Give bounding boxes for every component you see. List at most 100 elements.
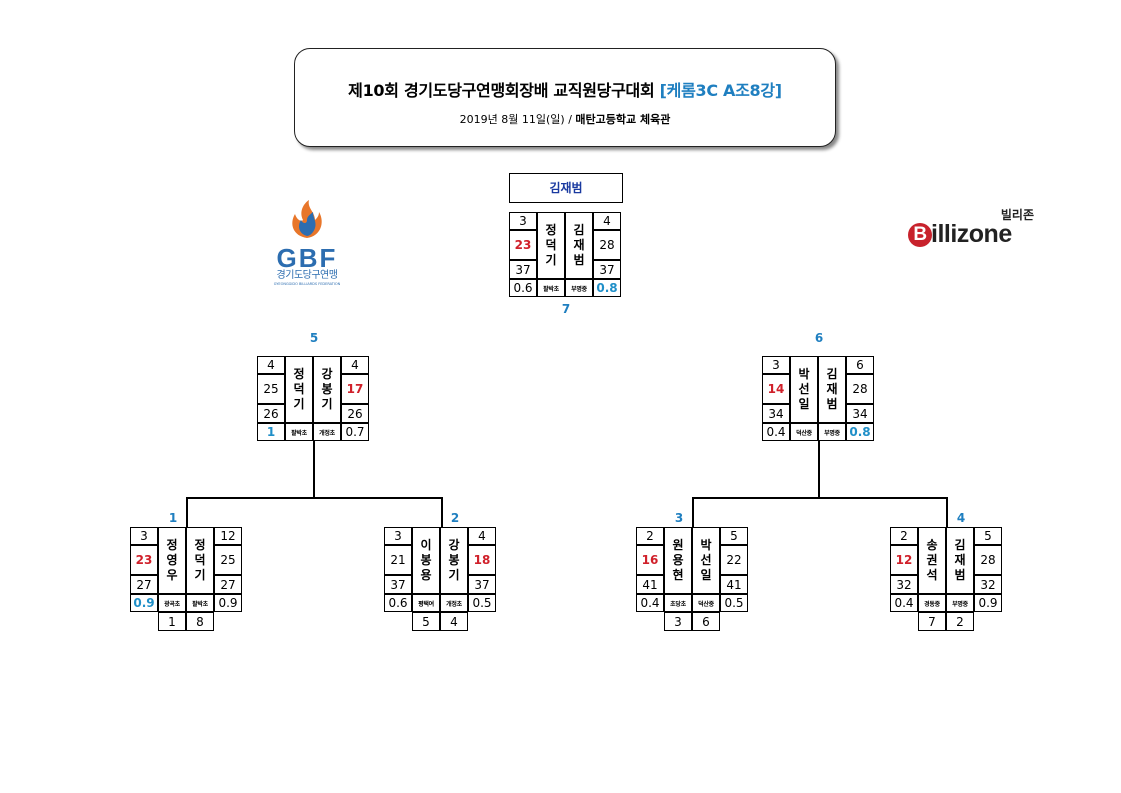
score-cell: 22: [720, 545, 748, 575]
average-cell: 0.9: [974, 594, 1002, 612]
score-cell: 14: [762, 374, 790, 404]
score-cell: 28: [593, 230, 621, 260]
player-name-char: 일: [798, 397, 810, 411]
player-name-char: 기: [448, 568, 460, 582]
seed-cell: 2: [946, 612, 974, 631]
match-number: 1: [168, 511, 178, 525]
player-name-char: 이: [420, 538, 432, 552]
title-box: 제10회 경기도당구연맹회장배 교직원당구대회 [케롬3C A조8강] 2019…: [294, 48, 836, 147]
player-name-char: 김: [826, 367, 838, 381]
seed-cell: 5: [412, 612, 440, 631]
average-cell: 0.4: [890, 594, 918, 612]
average-cell: 0.9: [214, 594, 242, 612]
innings-cell: 34: [846, 404, 874, 423]
club-cell: 부명중: [565, 279, 593, 297]
player-name-char: 박: [700, 538, 712, 552]
seed-cell: 8: [186, 612, 214, 631]
club-cell: 부명중: [946, 594, 974, 612]
player-name-char: 용: [672, 553, 684, 567]
innings-cell: 32: [890, 575, 918, 594]
date-text: 2019년 8월 11일(일): [459, 113, 565, 126]
club-cell: 경동중: [918, 594, 946, 612]
score-cell: 23: [509, 230, 537, 260]
player-name-char: 김: [573, 223, 585, 237]
seed-cell: 7: [918, 612, 946, 631]
match-number: 4: [956, 511, 966, 525]
match-number: 5: [309, 331, 319, 345]
handicap-cell: 3: [509, 212, 537, 230]
handicap-cell: 6: [846, 356, 874, 374]
score-cell: 12: [890, 545, 918, 575]
player-name-char: 정: [293, 367, 305, 381]
player-name-char: 기: [194, 568, 206, 582]
handicap-cell: 5: [974, 527, 1002, 545]
score-cell: 16: [636, 545, 664, 575]
player-name-char: 영: [166, 553, 178, 567]
club-cell: 광곡초: [158, 594, 186, 612]
player-name-char: 송: [926, 538, 938, 552]
club-cell: 부명중: [818, 423, 846, 441]
player-name-char: 범: [826, 397, 838, 411]
player-name-char: 기: [321, 397, 333, 411]
player-name-char: 권: [926, 553, 938, 567]
player-name-char: 용: [420, 568, 432, 582]
bracket-line: [186, 497, 188, 527]
handicap-cell: 4: [468, 527, 496, 545]
score-cell: 25: [214, 545, 242, 575]
player-name-char: 기: [293, 397, 305, 411]
player-name-char: 강: [448, 538, 460, 552]
player-name-char: 박: [798, 367, 810, 381]
seed-cell: 6: [692, 612, 720, 631]
player-name-char: 정: [194, 538, 206, 552]
club-cell: 개정초: [440, 594, 468, 612]
handicap-cell: 4: [341, 356, 369, 374]
club-cell: 개정초: [313, 423, 341, 441]
title-sub-text: [케롬3C A조8강]: [659, 81, 782, 100]
player-name-char: 재: [573, 238, 585, 252]
average-cell: 0.8: [846, 423, 874, 441]
score-cell: 28: [846, 374, 874, 404]
billizone-text: illizone: [931, 220, 1012, 248]
handicap-cell: 5: [720, 527, 748, 545]
innings-cell: 26: [341, 404, 369, 423]
player-name-char: 덕: [194, 553, 206, 567]
player-name-char: 강: [321, 367, 333, 381]
average-cell: 0.4: [636, 594, 664, 612]
date-separator: /: [568, 113, 572, 126]
player-name-char: 선: [700, 553, 712, 567]
handicap-cell: 2: [890, 527, 918, 545]
score-cell: 25: [257, 374, 285, 404]
average-cell: 0.7: [341, 423, 369, 441]
score-cell: 18: [468, 545, 496, 575]
player-name-char: 현: [672, 568, 684, 582]
score-cell: 21: [384, 545, 412, 575]
player-name-char: 석: [926, 568, 938, 582]
bracket-line: [692, 497, 948, 499]
club-cell: 팔박초: [186, 594, 214, 612]
match-number: 3: [674, 511, 684, 525]
innings-cell: 34: [762, 404, 790, 423]
player-name-char: 선: [798, 382, 810, 396]
average-cell: 0.5: [720, 594, 748, 612]
seed-cell: 4: [440, 612, 468, 631]
bracket-line: [441, 497, 443, 527]
score-cell: 17: [341, 374, 369, 404]
club-cell: 평택여: [412, 594, 440, 612]
